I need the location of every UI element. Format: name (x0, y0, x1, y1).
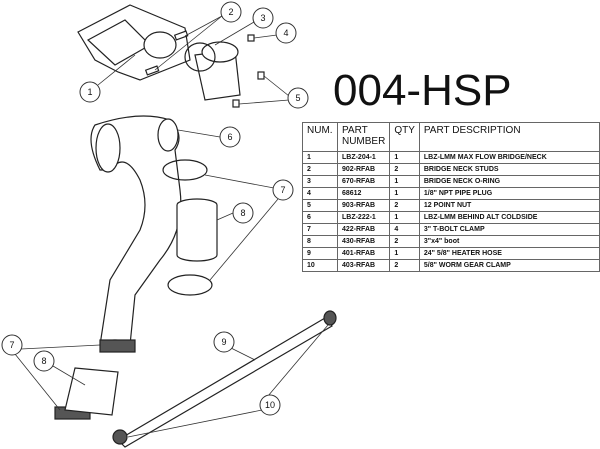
cell-part: LBZ-222-1 (336, 211, 391, 224)
cell-part: 902-RFAB (336, 163, 391, 176)
svg-text:4: 4 (283, 28, 288, 38)
cell-part: 68612 (336, 187, 391, 200)
t-bolt-clamps (54, 159, 213, 420)
heater-hose-part (112, 310, 337, 448)
cell-desc: 3" T-BOLT CLAMP (418, 223, 600, 236)
cell-part: 670-RFAB (336, 175, 391, 188)
cell-desc: BRIDGE NECK STUDS (418, 163, 600, 176)
cell-qty: 2 (389, 235, 420, 248)
bridge-neck-part (77, 4, 265, 108)
svg-text:7: 7 (280, 185, 285, 195)
svg-text:2: 2 (228, 7, 233, 17)
cell-qty: 1 (389, 211, 420, 224)
cell-desc: 1/8" NPT PIPE PLUG (418, 187, 600, 200)
cell-qty: 1 (389, 151, 420, 164)
cell-desc: 24" 5/8" HEATER HOSE (418, 247, 600, 260)
svg-text:6: 6 (227, 132, 232, 142)
svg-text:7: 7 (9, 340, 14, 350)
cell-num: 7 (302, 223, 338, 236)
cell-num: 5 (302, 199, 338, 212)
cell-desc: LBZ-LMM BEHIND ALT COLDSIDE (418, 211, 600, 224)
cell-part: 422-RFAB (336, 223, 391, 236)
cell-num: 10 (302, 259, 338, 272)
coldside-pipe-part (90, 115, 182, 351)
table-header: NUM. PART NUMBER QTY PART DESCRIPTION (302, 122, 600, 152)
leader-lines (14, 15, 329, 438)
header-qty: QTY (389, 122, 420, 152)
svg-text:8: 8 (41, 356, 46, 366)
cell-part: 903-RFAB (336, 199, 391, 212)
cell-num: 9 (302, 247, 338, 260)
cell-desc: BRIDGE NECK O-RING (418, 175, 600, 188)
cell-qty: 1 (389, 247, 420, 260)
cell-num: 6 (302, 211, 338, 224)
svg-text:9: 9 (221, 337, 226, 347)
header-num: NUM. (302, 122, 338, 152)
cell-num: 4 (302, 187, 338, 200)
svg-text:1: 1 (87, 87, 92, 97)
cell-qty: 4 (389, 223, 420, 236)
boot-parts (64, 198, 218, 416)
assembly-title: 004-HSP (333, 66, 512, 115)
cell-part: 401-RFAB (336, 247, 391, 260)
header-description: PART DESCRIPTION (418, 122, 600, 152)
cell-desc: 12 POINT NUT (418, 199, 600, 212)
svg-text:8: 8 (240, 208, 245, 218)
cell-qty: 2 (389, 259, 420, 272)
cell-desc: 3"x4" boot (418, 235, 600, 248)
cell-qty: 2 (389, 199, 420, 212)
cell-qty: 1 (389, 175, 420, 188)
cell-desc: 5/8" WORM GEAR CLAMP (418, 259, 600, 272)
cell-desc: LBZ-LMM MAX FLOW BRIDGE/NECK (418, 151, 600, 164)
cell-part: 430-RFAB (336, 235, 391, 248)
svg-text:5: 5 (295, 93, 300, 103)
svg-text:3: 3 (260, 13, 265, 23)
cell-part: LBZ-204-1 (336, 151, 391, 164)
cell-qty: 1 (389, 187, 420, 200)
cell-num: 8 (302, 235, 338, 248)
cell-num: 1 (302, 151, 338, 164)
cell-part: 403-RFAB (336, 259, 391, 272)
svg-text:10: 10 (265, 400, 275, 410)
cell-num: 3 (302, 175, 338, 188)
header-part-number: PART NUMBER (336, 122, 391, 152)
cell-num: 2 (302, 163, 338, 176)
callout-bubbles: 1 2 3 4 5 6 7 8 7 8 9 10 (1, 1, 309, 416)
cell-qty: 2 (389, 163, 420, 176)
